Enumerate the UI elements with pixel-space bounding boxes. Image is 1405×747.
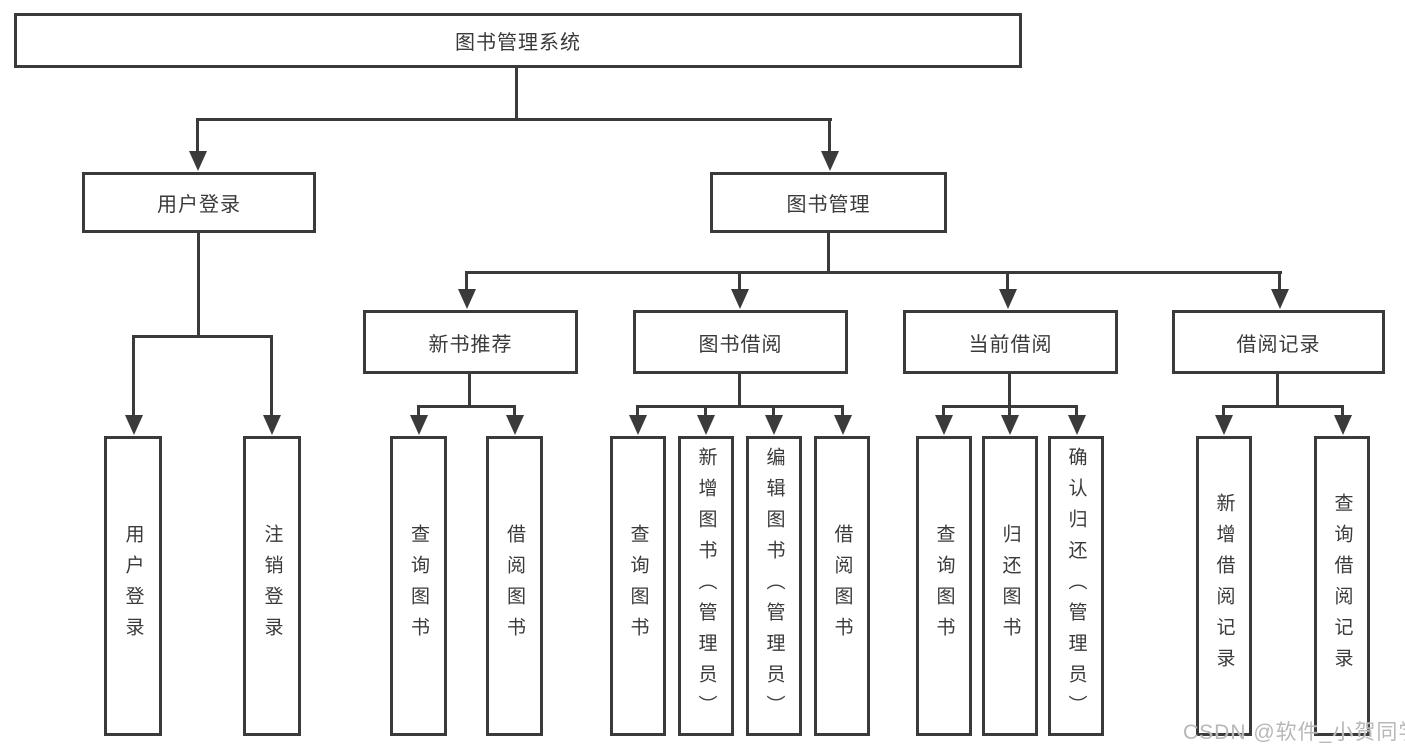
- connector-drop-query-books-new: [417, 405, 420, 421]
- node-current-borrowing-label: 当前借阅: [968, 333, 1053, 356]
- connector-drop-current-borrowing: [1006, 271, 1009, 295]
- node-current-borrowing: 当前借阅: [903, 310, 1118, 374]
- connector-user-login-rail: [132, 335, 273, 338]
- leaf-query-books-current: 查询图书: [916, 436, 972, 736]
- leaf-return-books-label: 归还图书: [999, 524, 1021, 648]
- connector-drop-book-borrowing: [738, 271, 741, 295]
- connector-drop-leaf-user-login: [132, 335, 135, 421]
- arrowhead-borrow-books-new: [506, 415, 524, 435]
- leaf-add-book-admin-label: 新增图书（管理员）: [695, 446, 717, 726]
- node-book-borrowing: 图书借阅: [633, 310, 848, 374]
- connector-root-stem: [515, 68, 518, 120]
- leaf-query-books-current-label: 查询图书: [933, 524, 955, 648]
- connector-drop-edit-book-admin: [772, 405, 775, 421]
- arrowhead-book-borrowing: [731, 289, 749, 309]
- connector-drop-query-books-current: [942, 405, 945, 421]
- connector-drop-user-login: [196, 118, 199, 158]
- arrowhead-current-borrowing: [999, 289, 1017, 309]
- arrowhead-new-book: [458, 289, 476, 309]
- node-new-book-recommend-label: 新书推荐: [428, 333, 513, 356]
- arrowhead-query-books-borrow: [629, 415, 647, 435]
- node-library-system: 图书管理系统: [14, 13, 1022, 68]
- node-borrowing-records: 借阅记录: [1172, 310, 1385, 374]
- node-user-login-label: 用户登录: [157, 194, 241, 216]
- leaf-add-borrow-record-label: 新增借阅记录: [1213, 493, 1235, 679]
- connector-current-borrowing-stem: [1008, 374, 1011, 408]
- node-book-management: 图书管理: [710, 172, 947, 233]
- leaf-logout: 注销登录: [243, 436, 301, 736]
- connector-drop-leaf-logout: [270, 335, 273, 421]
- arrowhead-user-login: [189, 151, 207, 171]
- node-book-management-label: 图书管理: [786, 194, 871, 216]
- connector-drop-query-borrow-record: [1341, 405, 1344, 421]
- arrowhead-leaf-user-login: [125, 415, 143, 435]
- arrowhead-return-books: [1001, 415, 1019, 435]
- node-library-system-label: 图书管理系统: [455, 32, 581, 54]
- arrowhead-query-books-current: [935, 415, 953, 435]
- arrowhead-query-books-new: [410, 415, 428, 435]
- leaf-query-books-borrow-label: 查询图书: [627, 524, 649, 648]
- arrowhead-query-borrow-record: [1334, 415, 1352, 435]
- leaf-query-books-borrow: 查询图书: [610, 436, 666, 736]
- connector-drop-borrowing-records: [1278, 271, 1281, 295]
- arrowhead-add-borrow-record: [1215, 415, 1233, 435]
- leaf-borrow-books-borrow-label: 借阅图书: [831, 524, 853, 648]
- connector-drop-add-borrow-record: [1222, 405, 1225, 421]
- connector-new-book-rail: [417, 405, 516, 408]
- arrowhead-add-book-admin: [697, 415, 715, 435]
- leaf-add-book-admin: 新增图书（管理员）: [678, 436, 734, 736]
- connector-new-book-stem: [468, 374, 471, 408]
- arrowhead-confirm-return: [1068, 415, 1086, 435]
- leaf-query-books-new: 查询图书: [390, 436, 447, 736]
- arrowhead-edit-book-admin: [765, 415, 783, 435]
- connector-root-rail: [196, 118, 832, 121]
- leaf-logout-label: 注销登录: [261, 524, 283, 648]
- leaf-user-login-label: 用户登录: [122, 524, 144, 648]
- leaf-borrow-books-borrow: 借阅图书: [814, 436, 870, 736]
- connector-book-management-rail: [466, 271, 1282, 274]
- node-new-book-recommend: 新书推荐: [363, 310, 578, 374]
- connector-book-management-stem: [827, 233, 830, 274]
- leaf-edit-book-admin-label: 编辑图书（管理员）: [763, 446, 785, 726]
- connector-drop-book-management: [828, 118, 831, 158]
- leaf-borrow-books-new: 借阅图书: [486, 436, 543, 736]
- connector-book-borrowing-stem: [738, 374, 741, 408]
- leaf-add-borrow-record: 新增借阅记录: [1196, 436, 1252, 736]
- connector-drop-add-book-admin: [704, 405, 707, 421]
- connector-drop-borrow-books-borrow: [841, 405, 844, 421]
- connector-book-borrowing-rail: [636, 405, 844, 408]
- csdn-watermark: CSDN @软件_小贺同学: [1183, 721, 1405, 744]
- connector-borrowing-records-stem: [1276, 374, 1279, 408]
- arrowhead-borrow-books-borrow: [834, 415, 852, 435]
- leaf-edit-book-admin: 编辑图书（管理员）: [746, 436, 802, 736]
- leaf-user-login: 用户登录: [104, 436, 162, 736]
- leaf-borrow-books-new-label: 借阅图书: [504, 524, 525, 648]
- connector-drop-confirm-return: [1075, 405, 1078, 421]
- leaf-confirm-return-admin: 确认归还（管理员）: [1048, 436, 1104, 736]
- node-user-login: 用户登录: [82, 172, 316, 233]
- connector-user-login-stem: [197, 233, 200, 338]
- arrowhead-leaf-logout: [263, 415, 281, 435]
- connector-drop-return-books: [1008, 405, 1011, 421]
- connector-drop-new-book: [465, 271, 468, 295]
- node-book-borrowing-label: 图书借阅: [698, 333, 783, 356]
- connector-borrowing-records-rail: [1222, 405, 1344, 408]
- leaf-query-borrow-record: 查询借阅记录: [1314, 436, 1370, 736]
- leaf-query-borrow-record-label: 查询借阅记录: [1331, 493, 1353, 679]
- leaf-query-books-new-label: 查询图书: [408, 524, 429, 648]
- connector-drop-query-books-borrow: [636, 405, 639, 421]
- leaf-return-books: 归还图书: [982, 436, 1038, 736]
- leaf-confirm-return-admin-label: 确认归还（管理员）: [1065, 446, 1087, 726]
- connector-drop-borrow-books-new: [513, 405, 516, 421]
- arrowhead-borrowing-records: [1271, 289, 1289, 309]
- arrowhead-book-management: [821, 151, 839, 171]
- node-borrowing-records-label: 借阅记录: [1236, 333, 1321, 356]
